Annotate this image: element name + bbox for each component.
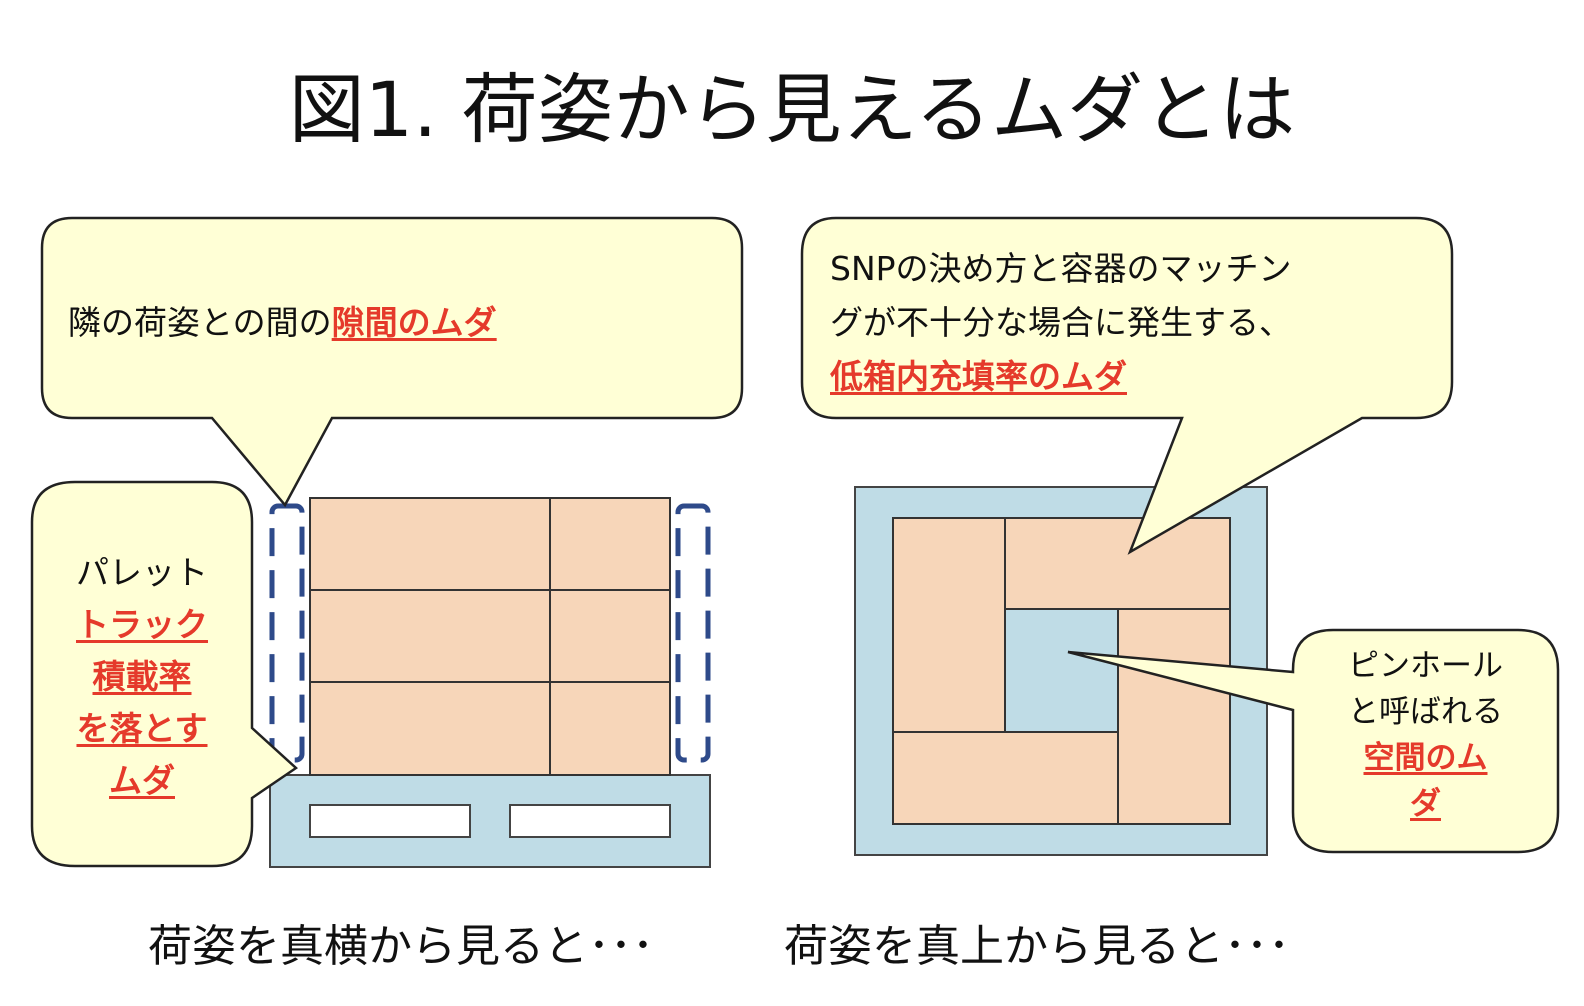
callout-pallet-text: パレット トラック 積載率 を落とす ムダ	[32, 547, 252, 807]
callout-snp-emphasis: 低箱内充填率のムダ	[830, 357, 1127, 396]
page-title: 図1. 荷姿から見えるムダとは	[288, 65, 1296, 154]
top-box-bottom	[892, 731, 1119, 825]
pallet-slot-left	[309, 804, 471, 838]
callout-pallet-emphasis-line: を落とす	[76, 709, 208, 748]
top-box-right	[1117, 608, 1231, 825]
side-box	[309, 681, 551, 776]
callout-pallet-balloon	[30, 480, 299, 868]
callout-pallet-emphasis-line: 積載率	[92, 657, 192, 696]
callout-snp-line1: SNPの決め方と容器のマッチン	[830, 249, 1292, 288]
callout-gap-emphasis: 隙間のムダ	[331, 303, 497, 342]
side-box	[549, 681, 671, 776]
callout-gap-balloon	[40, 216, 744, 508]
gap-outline-left	[269, 503, 305, 763]
callout-snp-text: SNPの決め方と容器のマッチン グが不十分な場合に発生する、 低箱内充填率のムダ	[830, 242, 1292, 404]
gap-outline-right	[675, 503, 711, 763]
side-view-figure	[269, 497, 711, 868]
callout-pinhole-emphasis-line: ダ	[1410, 786, 1441, 822]
callout-pallet-emphasis-line: トラック	[76, 605, 208, 644]
callout-pinhole-text: ピンホール と呼ばれる 空間のム ダ	[1293, 643, 1558, 827]
side-box	[549, 589, 671, 683]
callout-pinhole-balloon	[1067, 628, 1560, 854]
pallet-slot-right	[509, 804, 671, 838]
callout-snp-balloon	[800, 216, 1454, 555]
top-box-left	[892, 517, 1006, 733]
side-box-stack	[309, 497, 671, 776]
caption-top-view: 荷姿を真上から見ると･･･	[784, 921, 1290, 972]
callout-pinhole-line1: ピンホール	[1348, 648, 1503, 684]
side-box	[309, 589, 551, 683]
callout-pinhole-line2: と呼ばれる	[1348, 694, 1503, 730]
callout-pallet-emphasis-line: ムダ	[109, 761, 175, 800]
side-box	[549, 497, 671, 591]
callout-snp-line2: グが不十分な場合に発生する、	[830, 303, 1292, 342]
callout-gap-text: 隣の荷姿との間の隙間のムダ	[68, 296, 497, 344]
caption-side-view: 荷姿を真横から見ると･･･	[148, 921, 654, 972]
pinhole-space	[1004, 608, 1119, 733]
callout-pallet-line1: パレット	[76, 553, 208, 592]
side-box	[309, 497, 551, 591]
callout-pinhole-emphasis-line: 空間のム	[1363, 740, 1488, 776]
top-box-top	[1004, 517, 1231, 610]
callout-gap-prefix: 隣の荷姿との間の	[68, 303, 332, 342]
